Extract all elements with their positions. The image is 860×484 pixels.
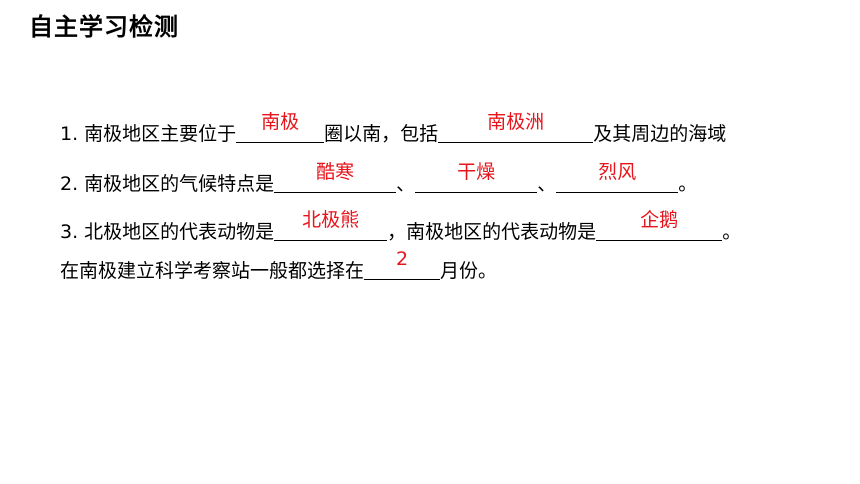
q3-answer-1: 北极熊 [302,209,360,231]
q1-blank-1: 南极 [236,111,325,143]
question-3: 3. 北极地区的代表动物是 北极熊 ，南极地区的代表动物是 企鹅。 [60,209,742,245]
q2-separator-2: 、 [537,173,557,195]
section-title: 自主学习检测 [29,13,179,41]
question-2: 2. 南极地区的气候特点是 酷寒、 干燥、 烈风。 [60,161,698,197]
q3-text-mid: ，南极地区的代表动物是 [387,221,597,243]
q3-blank-1: 北极熊 [274,209,388,241]
q2-answer-3: 烈风 [598,161,637,183]
q2-blank-3: 烈风 [556,161,679,193]
q2-answer-2: 干燥 [457,161,496,183]
q1-answer-2: 南极洲 [487,111,545,133]
q3-answer-2: 企鹅 [640,209,679,231]
q1-text-pre: 1. 南极地区主要位于 [60,123,237,145]
q2-blank-2: 干燥 [415,161,538,193]
q1-text-mid: 圈以南，包括 [324,123,439,145]
question-1: 1. 南极地区主要位于 南极圈以南，包括 南极洲及其周边的海域 [60,111,727,147]
q2-answer-1: 酷寒 [316,161,355,183]
q2-separator-1: 、 [396,173,416,195]
q2-blank-1: 酷寒 [274,161,397,193]
q2-text-pre: 2. 南极地区的气候特点是 [60,173,275,195]
q4-text-post: 月份。 [440,260,498,282]
q3-text-pre: 3. 北极地区的代表动物是 [60,221,275,243]
question-4: 在南极建立科学考察站一般都选择在 2 月份。 [60,248,498,284]
q1-blank-2: 南极洲 [438,111,594,143]
q4-blank-1: 2 [364,248,441,280]
q4-text-pre: 在南极建立科学考察站一般都选择在 [60,260,365,282]
q1-text-post: 及其周边的海域 [593,123,727,145]
q1-answer-1: 南极 [261,111,300,133]
q3-blank-2: 企鹅 [596,209,723,241]
q4-answer-1: 2 [395,248,409,270]
q3-text-post: 。 [722,221,742,243]
q2-text-post: 。 [678,173,698,195]
